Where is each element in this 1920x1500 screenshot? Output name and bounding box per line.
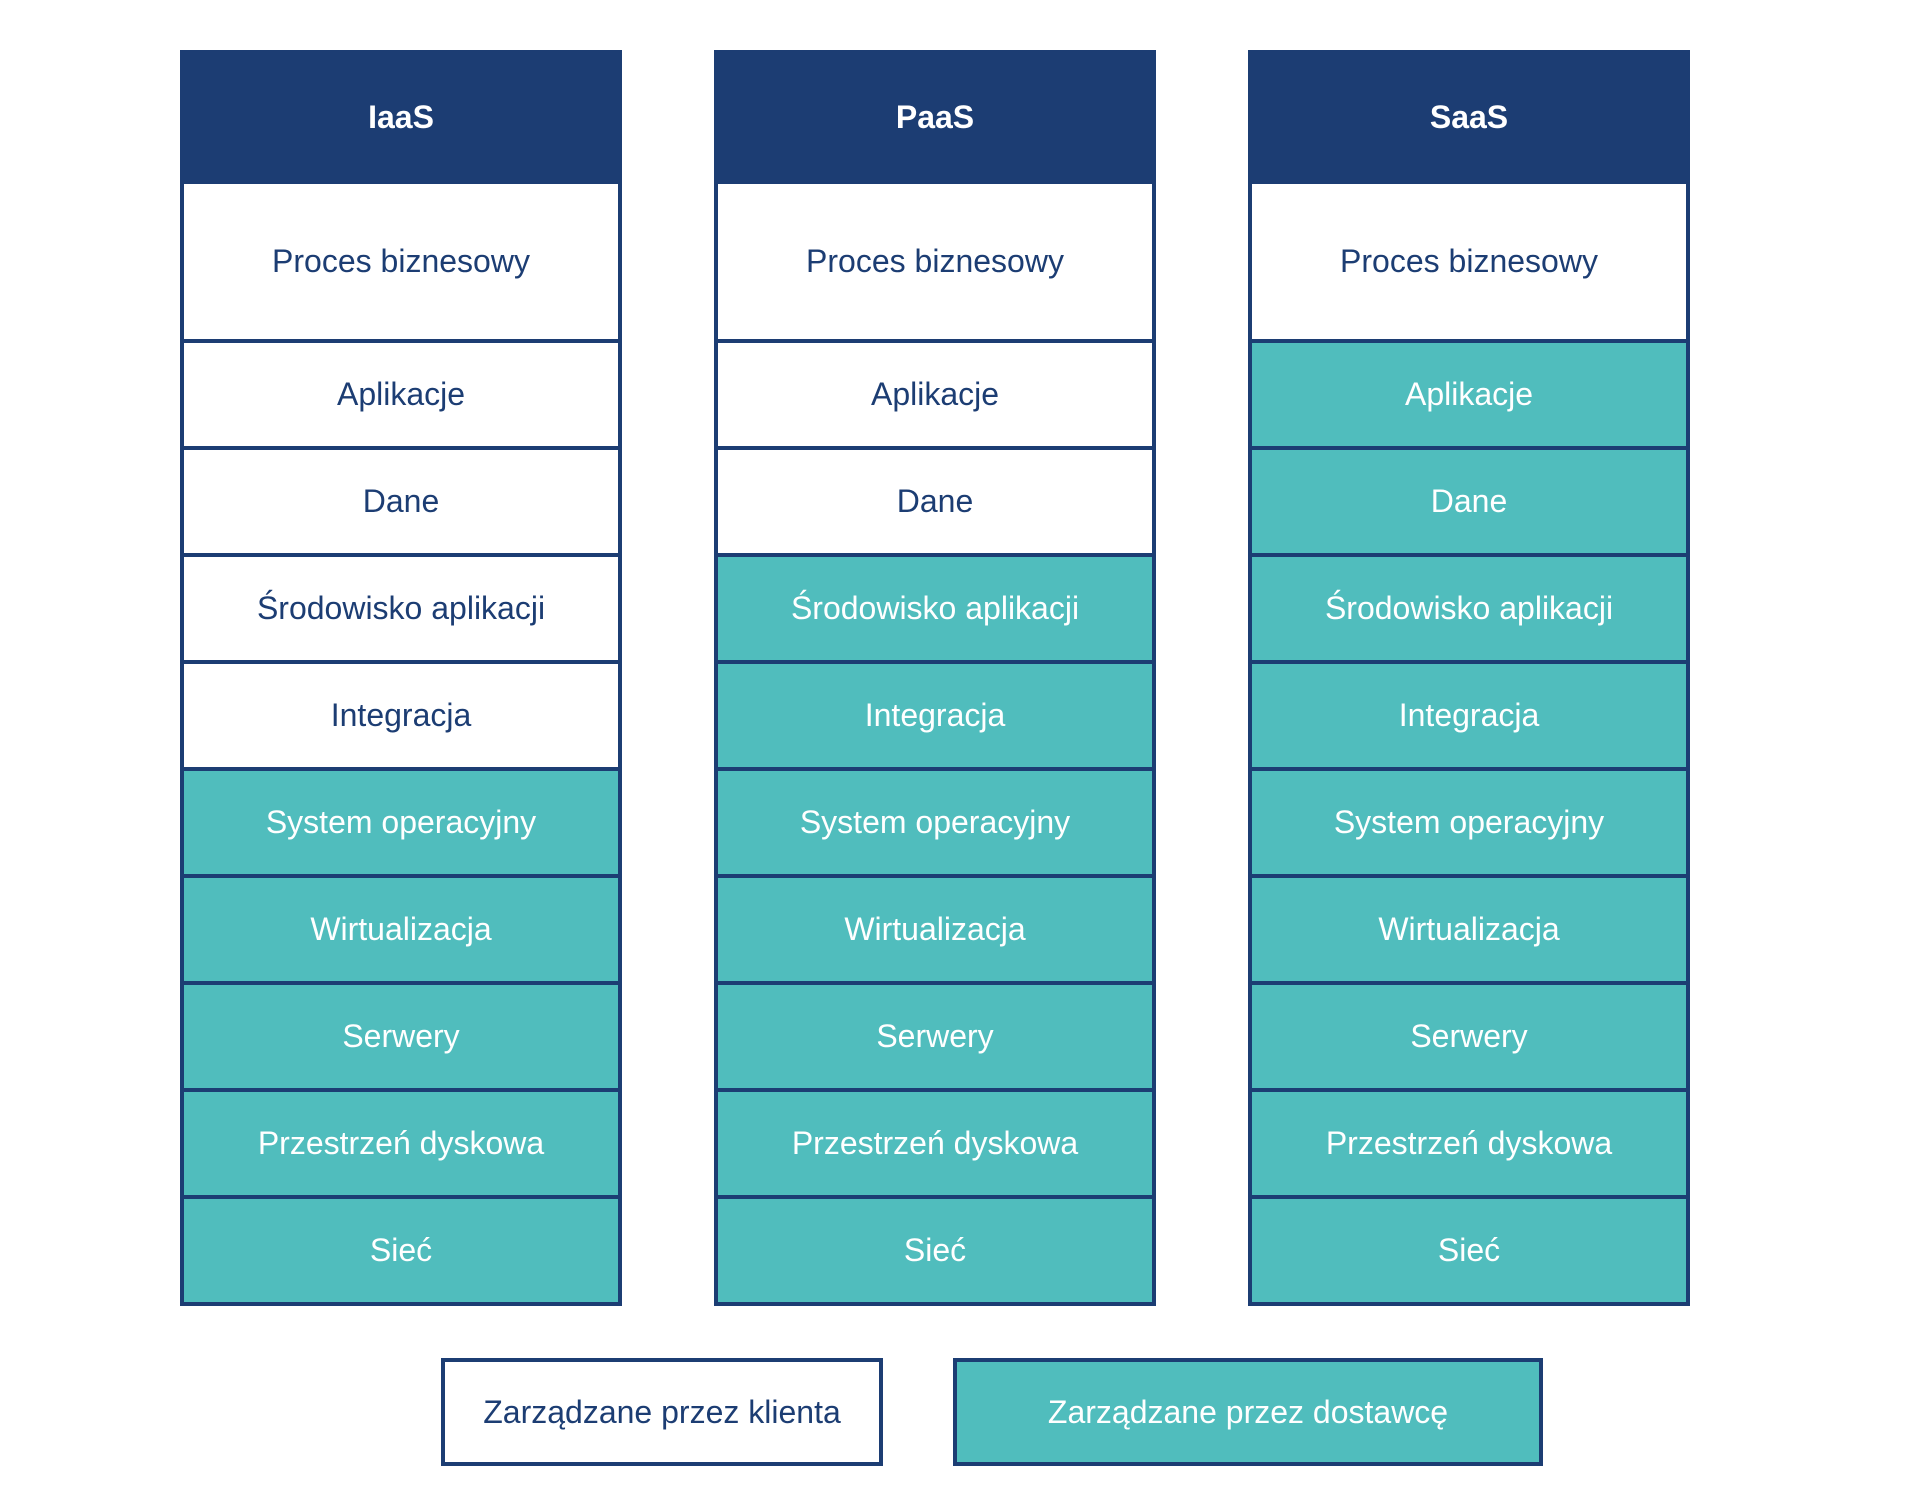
- layer-cell: Dane: [1252, 450, 1686, 553]
- layer-cell: Aplikacje: [718, 343, 1152, 446]
- legend-client: Zarządzane przez klienta: [441, 1358, 883, 1466]
- layer-cell: Dane: [718, 450, 1152, 553]
- layer-cell: Wirtualizacja: [718, 878, 1152, 981]
- layer-cell: Środowisko aplikacji: [184, 557, 618, 660]
- layer-cell: Integracja: [184, 664, 618, 767]
- layer-cell: Proces biznesowy: [1252, 184, 1686, 339]
- layer-cell: Sieć: [184, 1199, 618, 1302]
- layer-cell: Serwery: [718, 985, 1152, 1088]
- layer-cell: Integracja: [718, 664, 1152, 767]
- layer-cell: System operacyjny: [1252, 771, 1686, 874]
- layer-cell: Wirtualizacja: [1252, 878, 1686, 981]
- layer-cell: Serwery: [1252, 985, 1686, 1088]
- layer-cell: Proces biznesowy: [718, 184, 1152, 339]
- layer-cell: Aplikacje: [1252, 343, 1686, 446]
- column-paas: PaaS Proces biznesowy Aplikacje Dane Śro…: [714, 50, 1156, 1306]
- layer-cell: System operacyjny: [718, 771, 1152, 874]
- column-header: IaaS: [184, 54, 618, 180]
- layer-cell: Sieć: [718, 1199, 1152, 1302]
- layer-cell: Proces biznesowy: [184, 184, 618, 339]
- layer-cell: Dane: [184, 450, 618, 553]
- column-header: PaaS: [718, 54, 1152, 180]
- layer-cell: Przestrzeń dyskowa: [718, 1092, 1152, 1195]
- column-saas: SaaS Proces biznesowy Aplikacje Dane Śro…: [1248, 50, 1690, 1306]
- layer-cell: Wirtualizacja: [184, 878, 618, 981]
- layer-cell: Aplikacje: [184, 343, 618, 446]
- layer-cell: Serwery: [184, 985, 618, 1088]
- layer-cell: Przestrzeń dyskowa: [1252, 1092, 1686, 1195]
- layer-cell: Sieć: [1252, 1199, 1686, 1302]
- layer-cell: Integracja: [1252, 664, 1686, 767]
- layer-cell: System operacyjny: [184, 771, 618, 874]
- column-iaas: IaaS Proces biznesowy Aplikacje Dane Śro…: [180, 50, 622, 1306]
- layer-cell: Środowisko aplikacji: [718, 557, 1152, 660]
- column-header: SaaS: [1252, 54, 1686, 180]
- layer-cell: Środowisko aplikacji: [1252, 557, 1686, 660]
- legend-provider: Zarządzane przez dostawcę: [953, 1358, 1543, 1466]
- layer-cell: Przestrzeń dyskowa: [184, 1092, 618, 1195]
